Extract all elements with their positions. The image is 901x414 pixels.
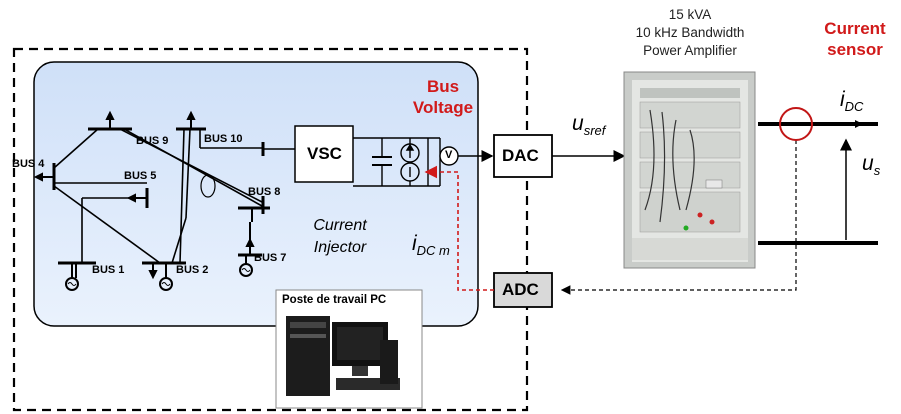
current-injector-label: Current Injector	[300, 215, 380, 259]
usref-main: u	[572, 112, 584, 135]
bus-8-label: BUS 8	[248, 186, 281, 198]
idcm-main: i	[412, 232, 417, 255]
voltmeter-label: V	[445, 149, 453, 161]
power-amplifier-image	[623, 71, 756, 269]
adc-label: ADC	[502, 280, 539, 299]
workstation-frame	[12, 47, 529, 412]
idc-sub: DC	[844, 99, 864, 115]
us-sub: s	[873, 163, 881, 179]
current-injector-line1: Current	[313, 217, 367, 234]
bus-1-label: BUS 1	[92, 264, 125, 276]
idcm-label: iDC m	[412, 232, 450, 258]
bus-voltage-line2: Voltage	[412, 98, 474, 117]
simulation-panel	[33, 61, 479, 327]
bus-voltage-line1: Bus	[426, 77, 460, 96]
dac-label: DAC	[502, 146, 539, 165]
idcm-sub: DC m	[416, 243, 450, 259]
current-injector-circuit	[353, 137, 459, 187]
current-sensor-line1: Current	[824, 19, 886, 38]
us-main: u	[862, 152, 874, 175]
usref-label: usref	[572, 112, 605, 138]
bus-5-label: BUS 5	[124, 170, 157, 182]
power-network	[33, 110, 295, 291]
idc-main: i	[840, 88, 845, 111]
current-sensor-line2: sensor	[827, 40, 883, 59]
sensor-path	[560, 140, 797, 295]
bus-9-label: BUS 9	[136, 135, 169, 147]
feedback-path	[424, 165, 494, 291]
current-sensor-label: Current sensor	[812, 18, 898, 60]
bus-7-label: BUS 7	[254, 252, 287, 264]
amplifier-caption-line1: 15 kVA	[668, 7, 712, 22]
bus-4-label: BUS 4	[12, 158, 45, 170]
bus-10-label: BUS 10	[204, 133, 243, 145]
usref-sub: sref	[583, 123, 606, 139]
idc-label: iDC	[840, 88, 863, 114]
vsc-label: VSC	[307, 144, 342, 163]
current-injector-line2: Injector	[313, 239, 367, 256]
bus-voltage-label: Bus Voltage	[408, 76, 478, 118]
pc-caption: Poste de travail PC	[282, 294, 387, 306]
amplifier-caption: 15 kVA 10 kHz Bandwidth Power Amplifier	[610, 6, 770, 60]
amplifier-caption-line3: Power Amplifier	[643, 43, 737, 58]
current-sensor-ring	[779, 107, 813, 141]
pc-image	[275, 289, 423, 409]
bus-2-label: BUS 2	[176, 264, 209, 276]
amplifier-caption-line2: 10 kHz Bandwidth	[635, 25, 745, 40]
vsc-box	[294, 125, 354, 183]
us-label: us	[862, 152, 880, 178]
